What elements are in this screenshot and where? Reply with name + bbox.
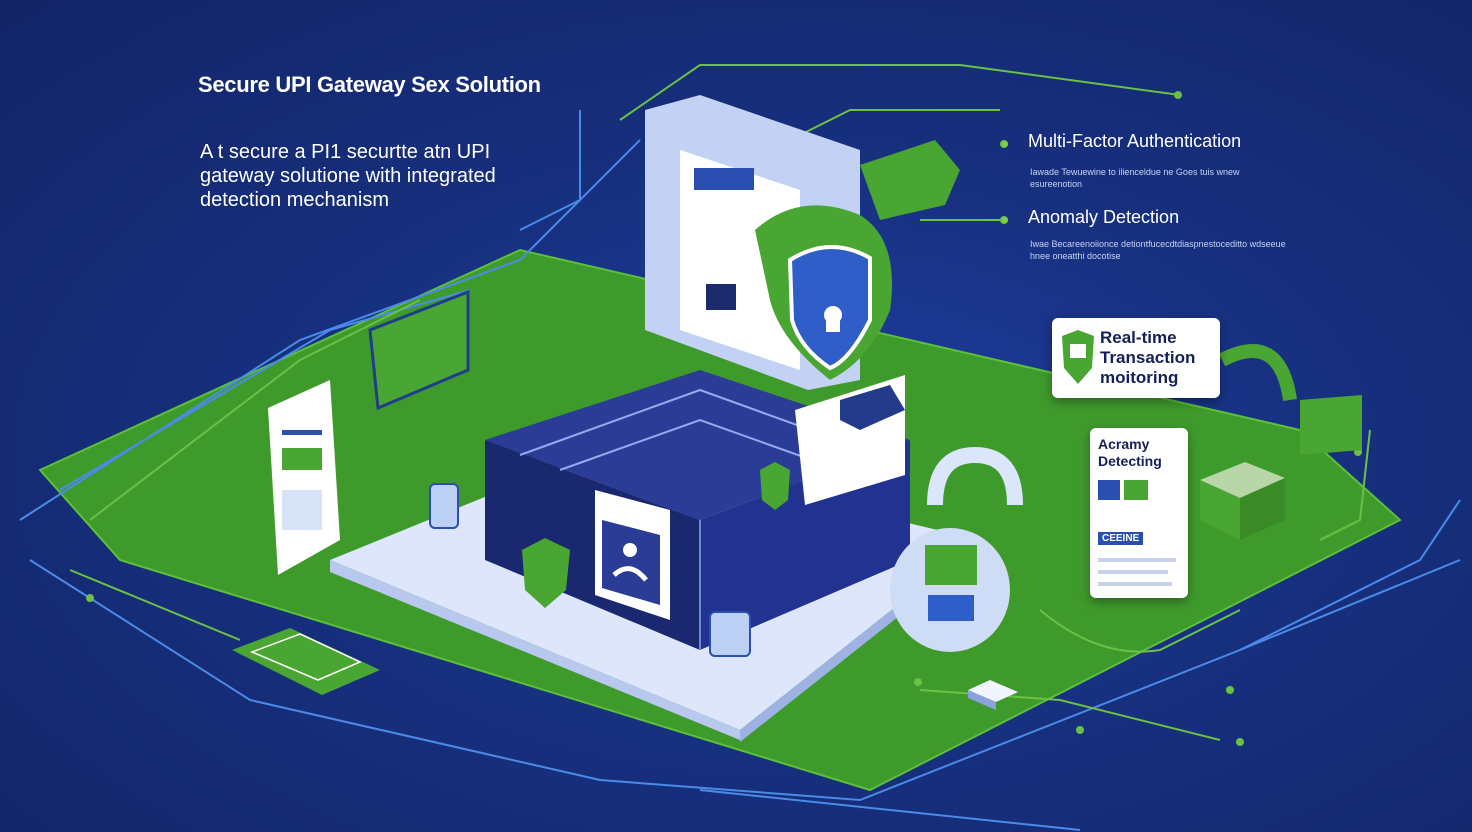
page-description: A t secure a PI1 securtte atn UPI gatewa…: [200, 141, 496, 211]
feature-subtitle-mfa: Iawade Tewuewine to ilienceldue ne Goes …: [1030, 167, 1240, 189]
terminal-pedestals: [429, 483, 751, 657]
feature-title-mfa: Multi-Factor Authentication: [1028, 131, 1242, 151]
left-document-panel: [268, 380, 340, 575]
feature-subtitle-anomaly: Iwae Becareenoiionce detiontfucecdtdiasp…: [1030, 239, 1286, 261]
green-circuit-lines: [69, 64, 1371, 741]
text-line: [1098, 582, 1172, 586]
feature-title-anomaly: Anomaly Detection: [1028, 207, 1180, 227]
front-screen: [795, 375, 905, 505]
anomaly-badge: CEEINE: [1098, 532, 1144, 545]
green-ring: [1218, 344, 1362, 455]
bullet-dot: [1002, 217, 1008, 223]
shield-chart-icon: [1062, 330, 1094, 384]
anomaly-detecting-label: Acramy Detecting: [1098, 436, 1162, 469]
bullet-dot: [1002, 141, 1008, 147]
realtime-monitoring-card: Real-time Transaction moitoring: [1052, 318, 1220, 398]
small-server-icon: [968, 680, 1018, 710]
page-title: Secure UPI Gateway Sex Solution: [198, 72, 541, 97]
text-line: [1098, 570, 1168, 574]
circuit-lines: [19, 110, 1461, 831]
chip-icon: [232, 628, 380, 695]
lock-icon: [890, 446, 1023, 652]
person-card: [595, 490, 670, 620]
small-shield-icon: [522, 140, 960, 608]
green-display-panel: [368, 289, 470, 411]
shield-lock-icon: [755, 205, 892, 380]
text-line: [1098, 558, 1176, 562]
anomaly-detecting-card: Acramy Detecting CEEINE: [1090, 428, 1188, 598]
bar-chart-icon: [1098, 480, 1148, 500]
green-cube: [1200, 462, 1285, 540]
realtime-monitoring-label: Real-time Transaction moitoring: [1100, 328, 1196, 387]
